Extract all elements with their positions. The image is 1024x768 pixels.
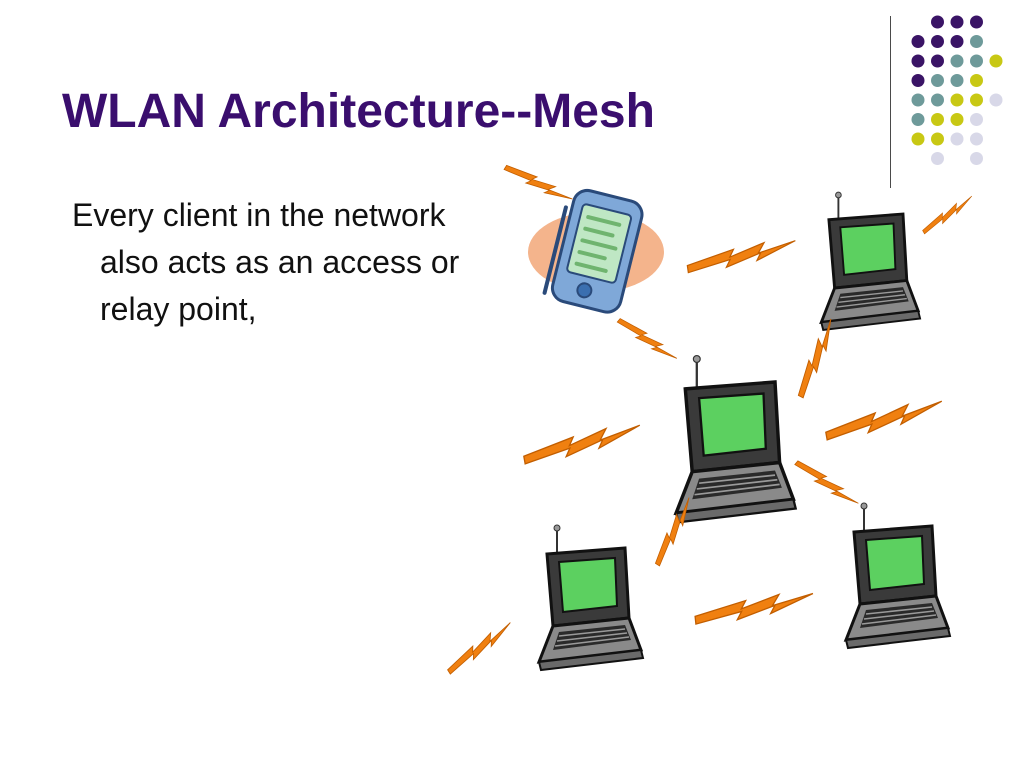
decorative-dot [970,15,983,29]
bullet-text: Every client in the network also acts as… [72,197,460,327]
laptop-icon [537,523,645,672]
decorative-dot [970,35,983,48]
decorative-dot [989,54,1003,68]
lightning-bolt-icon [616,312,679,367]
laptop-icon [844,501,952,650]
decorative-dot [950,54,964,68]
lightning-bolt-icon [442,620,518,675]
lightning-bolt-icon [693,590,816,625]
decorative-dot [970,152,983,165]
decorative-dot [931,152,944,165]
decorative-dot [989,93,1003,107]
decorative-dot [950,15,964,29]
decorative-dot [911,93,925,107]
decorative-dot [911,54,925,68]
decorative-dot [931,74,944,87]
decorative-dot [950,93,964,107]
decorative-dot [931,35,944,48]
title-divider [890,16,891,188]
decorative-dot [950,113,964,126]
lightning-bolt-icon [685,237,799,274]
decorative-dot [931,15,944,29]
decorative-dot [970,113,983,126]
decorative-dot [970,93,983,107]
lightning-bolt-icon [822,398,946,441]
lightning-bolt-icon [648,496,699,567]
laptop-icon [819,190,922,332]
decorative-dot [950,132,964,146]
dot-grid-group [911,15,1003,165]
slide-title: WLAN Architecture--Mesh [62,85,655,138]
decorative-dot [931,132,944,146]
lightning-bolt-icon [503,158,574,209]
decorative-dot [950,35,964,48]
decorative-dot [970,132,983,146]
decorative-dot [970,74,983,87]
decorative-dot [911,35,925,48]
pda-icon [528,188,664,314]
decorative-dot [911,132,925,146]
laptop-icon [674,353,798,525]
decorative-dot [931,93,944,107]
decorative-dot [970,54,983,68]
decorative-dot [911,113,925,126]
lightning-bolt-icon [789,317,843,399]
lightning-bolt-icon [919,194,977,235]
decorative-dot [911,74,925,87]
decorative-dot [950,74,964,87]
decorative-dot [931,54,944,68]
lightning-bolt-icon [520,422,644,465]
lightning-bolt-icon [794,454,860,513]
decorative-dot [931,113,944,126]
